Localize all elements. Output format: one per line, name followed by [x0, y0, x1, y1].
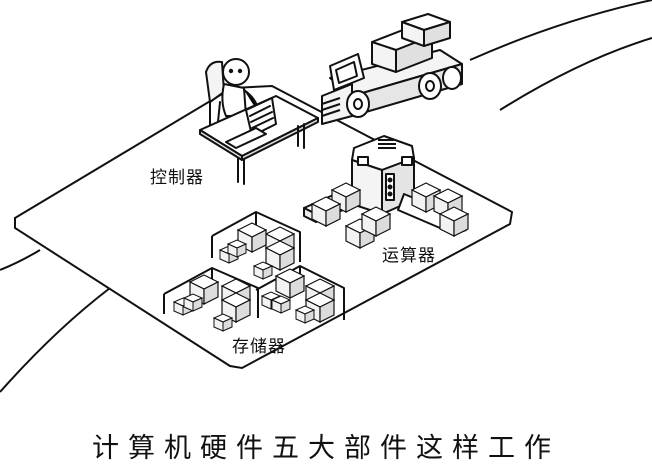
alu-label: 运算器 — [382, 246, 436, 266]
storage-label: 存储器 — [232, 337, 286, 357]
road — [0, 0, 652, 393]
controller-person-icon — [199, 58, 319, 185]
controller-label: 控制器 — [150, 168, 204, 188]
truck-icon — [321, 13, 463, 125]
caption: 计算机硬件五大部件这样工作 — [92, 433, 560, 464]
